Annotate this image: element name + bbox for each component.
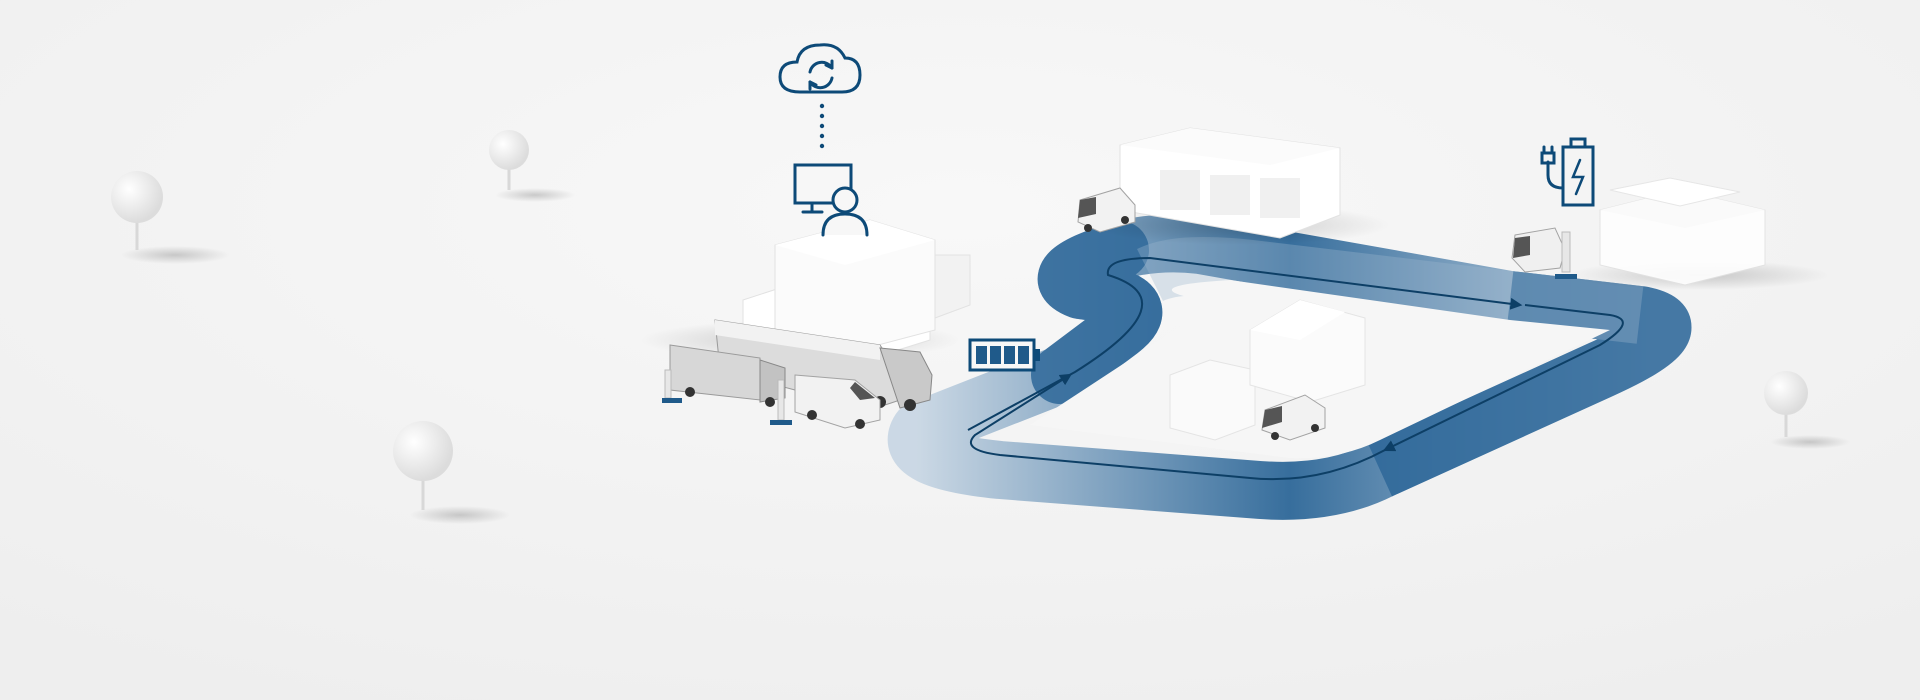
warehouse-building — [1090, 127, 1390, 245]
tree-1 — [111, 171, 230, 264]
van-route — [1261, 394, 1326, 441]
cloud-sync-icon — [778, 43, 862, 94]
tree-2 — [489, 130, 575, 202]
charging-station-icon — [1540, 137, 1595, 207]
van-warehouse — [1077, 187, 1136, 233]
van-depot — [794, 374, 881, 429]
charging-canopy — [1570, 177, 1830, 290]
tree-3 — [393, 421, 510, 524]
connection-dots — [819, 103, 825, 149]
battery-full-icon — [968, 338, 1040, 372]
tree-4 — [1764, 371, 1850, 449]
monitor-user-icon — [793, 163, 869, 237]
charger-post-1 — [662, 369, 682, 403]
charger-post-2 — [770, 379, 792, 425]
houses — [1169, 299, 1366, 441]
van-charging — [1511, 227, 1577, 279]
